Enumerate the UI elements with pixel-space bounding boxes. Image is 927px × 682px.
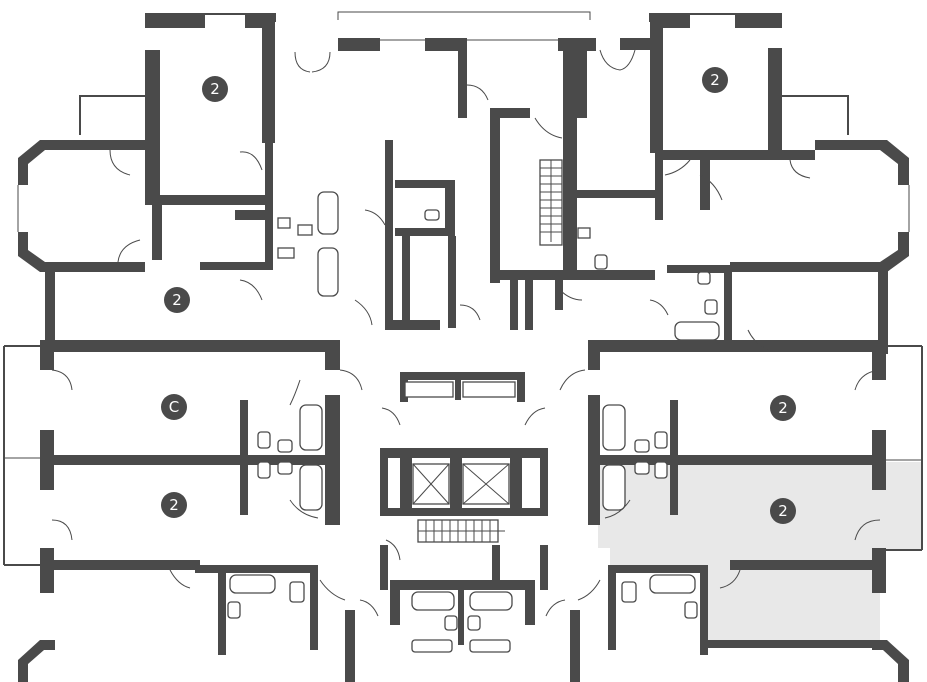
badge-label: C (169, 398, 179, 416)
elevators (404, 381, 516, 505)
badge-apt-top-left[interactable]: 2 (202, 76, 228, 102)
badge-apt-mid-left[interactable]: 2 (161, 492, 187, 518)
badge-label: 2 (172, 291, 182, 309)
badge-apt-mid-right[interactable]: 2 (770, 395, 796, 421)
badge-label: 2 (710, 71, 720, 89)
badge-apt-upper-left[interactable]: 2 (164, 287, 190, 313)
highlighted-apartment[interactable] (598, 462, 922, 640)
fixtures (227, 191, 720, 653)
badge-apt-top-right[interactable]: 2 (702, 67, 728, 93)
badge-apt-highlighted-right[interactable]: 2 (770, 498, 796, 524)
badge-label: 2 (210, 80, 220, 98)
badge-label: 2 (169, 496, 179, 514)
badge-apt-studio-left[interactable]: C (161, 394, 187, 420)
stairs (417, 159, 563, 543)
badge-label: 2 (778, 502, 788, 520)
doors (51, 49, 881, 617)
walls (18, 13, 909, 682)
badge-label: 2 (778, 399, 788, 417)
